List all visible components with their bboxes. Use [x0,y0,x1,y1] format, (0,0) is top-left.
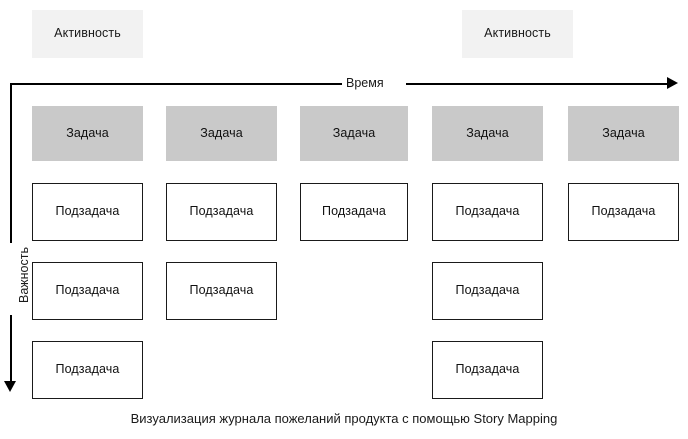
task-card-3[interactable]: Задача [300,106,408,161]
subtask-label: Подзадача [591,204,656,219]
subtask-card-r1c2[interactable]: Подзадача [166,183,277,241]
activity-card-2[interactable]: Активность [462,10,573,58]
importance-axis-lower-segment [10,315,12,383]
task-label: Задача [66,125,109,140]
subtask-card-r1c1[interactable]: Подзадача [32,183,143,241]
time-axis-left-segment [10,83,342,85]
subtask-card-r2c4[interactable]: Подзадача [432,262,543,320]
subtask-label: Подзадача [322,204,386,219]
arrow-down-icon [4,381,17,392]
task-label: Задача [466,125,509,140]
subtask-label: Подзадача [455,283,520,298]
diagram-caption: Визуализация журнала пожеланий продукта … [130,411,558,426]
time-axis-right-segment [406,83,668,85]
subtask-label: Подзадача [55,283,120,298]
subtask-card-r3c4[interactable]: Подзадача [432,341,543,399]
importance-axis-label: Важность [17,247,31,303]
task-card-2[interactable]: Задача [166,106,277,161]
activity-label: Активность [484,26,551,41]
task-label: Задача [200,125,243,140]
subtask-card-r1c3[interactable]: Подзадача [300,183,408,241]
subtask-label: Подзадача [189,204,254,219]
subtask-label: Подзадача [55,362,120,377]
subtask-card-r3c1[interactable]: Подзадача [32,341,143,399]
task-card-5[interactable]: Задача [568,106,679,161]
importance-axis-upper-segment [10,83,12,243]
arrow-right-icon [667,77,678,90]
subtask-label: Подзадача [455,204,520,219]
subtask-card-r1c5[interactable]: Подзадача [568,183,679,241]
subtask-card-r1c4[interactable]: Подзадача [432,183,543,241]
activity-card-1[interactable]: Активность [32,10,143,58]
subtask-label: Подзадача [55,204,120,219]
subtask-card-r2c1[interactable]: Подзадача [32,262,143,320]
time-axis-label: Время [346,76,384,90]
task-label: Задача [332,125,376,140]
task-card-4[interactable]: Задача [432,106,543,161]
task-card-1[interactable]: Задача [32,106,143,161]
subtask-card-r2c2[interactable]: Подзадача [166,262,277,320]
task-label: Задача [602,125,645,140]
subtask-label: Подзадача [455,362,520,377]
subtask-label: Подзадача [189,283,254,298]
activity-label: Активность [54,26,121,41]
